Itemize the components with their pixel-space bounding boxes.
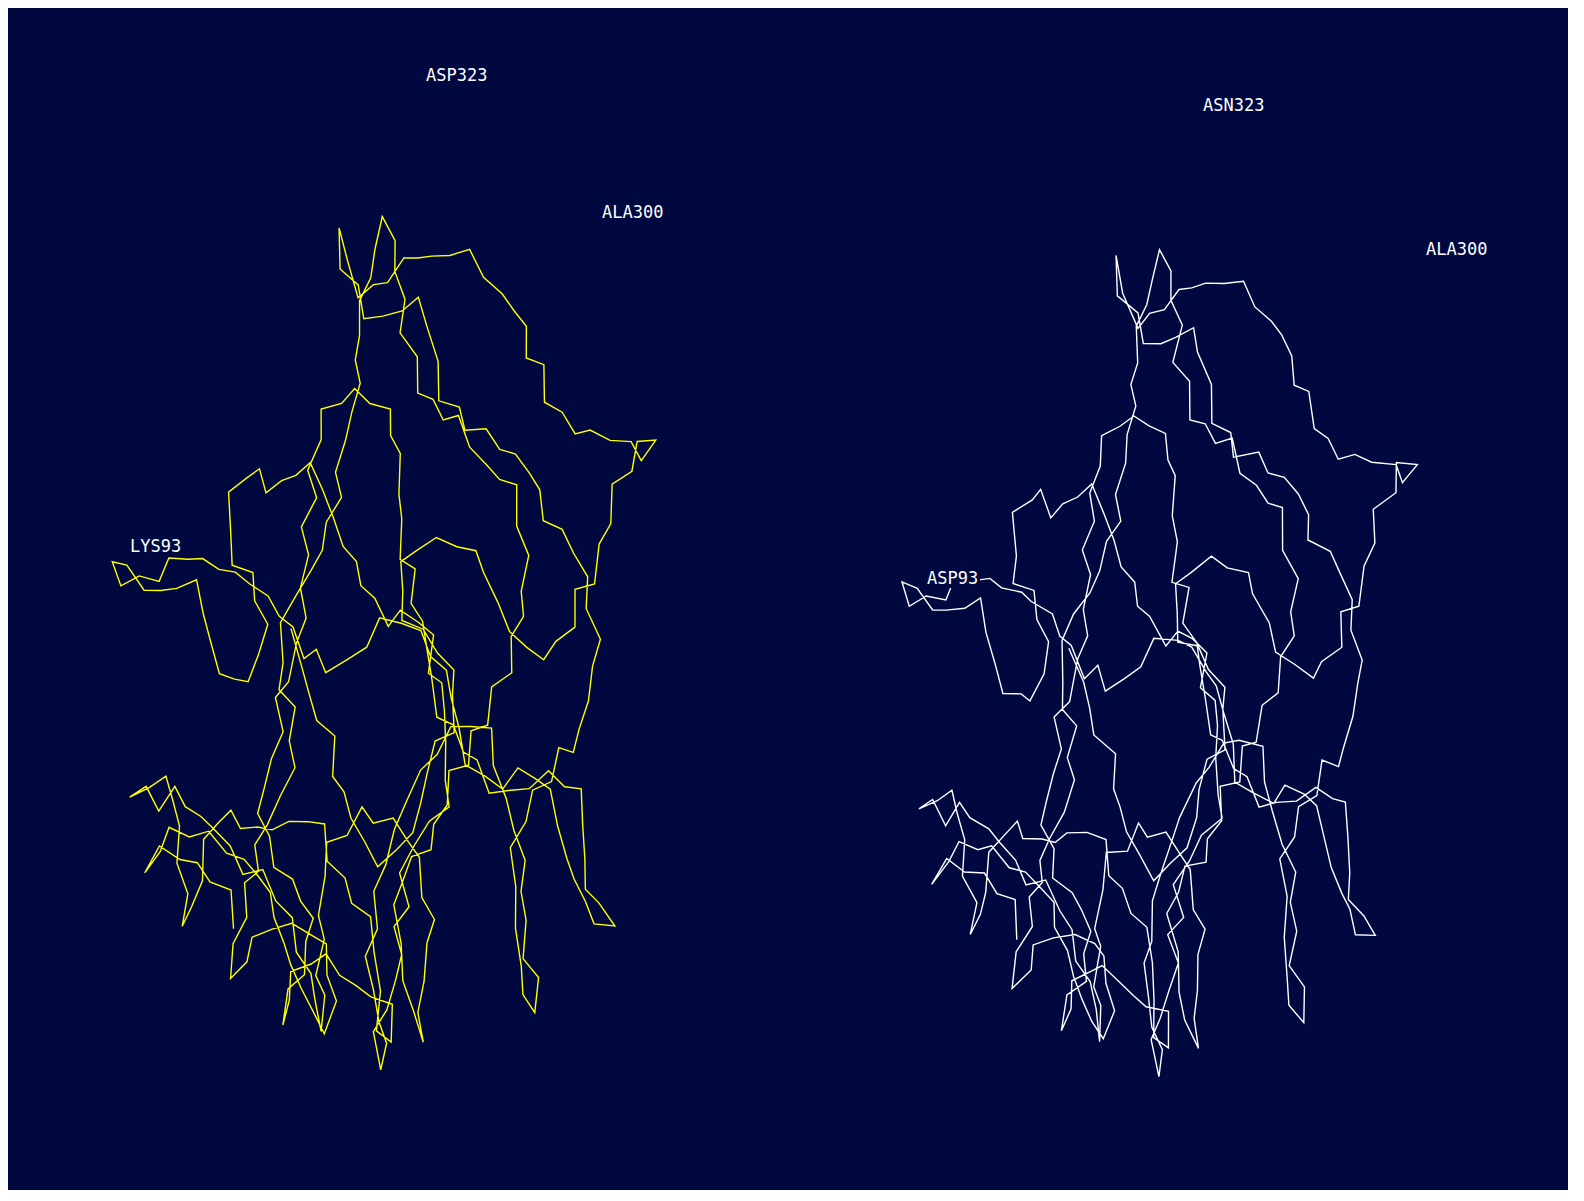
backbone-trace (112, 217, 655, 1070)
residue-label: ASP323 (424, 66, 489, 85)
backbone-trace (902, 250, 1417, 1077)
residue-label: ASN323 (1201, 96, 1266, 115)
residue-label: LYS93 (128, 537, 183, 556)
residue-label: ASP93 (925, 569, 980, 588)
residue-label: ALA300 (600, 203, 665, 222)
background (8, 8, 1568, 1190)
residue-label: ALA300 (1424, 240, 1489, 259)
